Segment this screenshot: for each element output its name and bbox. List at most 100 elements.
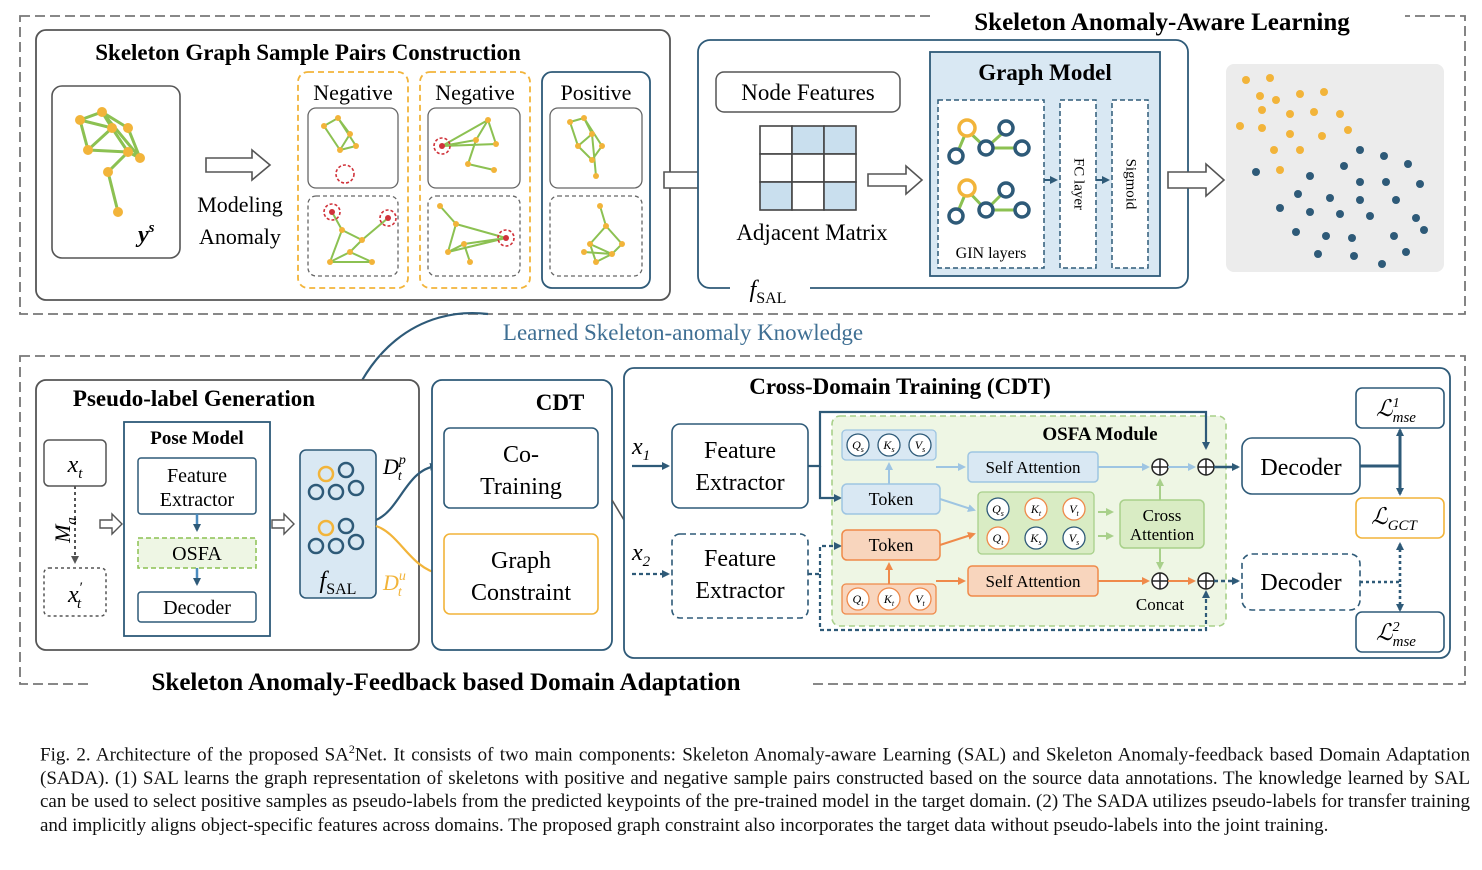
gin-layers-box — [937, 99, 1045, 269]
token-top-label: Token — [869, 489, 914, 509]
sigmoid-label: Sigmoid — [1123, 159, 1139, 210]
qt-label: Qt — [853, 592, 865, 608]
loss-mse-2-box — [1355, 611, 1445, 653]
pose-osfa — [137, 537, 257, 569]
cross-attention-box — [1119, 499, 1205, 549]
knowledge-label: Learned Skeleton-anomaly Knowledge — [503, 320, 863, 345]
source-skeleton-joints — [75, 107, 145, 217]
loss-mse-1-box — [1355, 387, 1445, 429]
gin-layers-label: GIN layers — [956, 245, 1027, 262]
fe-bot-line2: Extractor — [695, 578, 784, 604]
co-training-line1: Co- — [503, 442, 539, 468]
add-top-icon — [1197, 458, 1215, 476]
pose-model-title: Pose Model — [150, 428, 243, 449]
xt-label: xt — [67, 452, 84, 482]
adjacent-matrix-grid — [759, 125, 857, 211]
negative-1-top-sample — [307, 107, 399, 189]
fc-layer-box — [1059, 99, 1097, 269]
sample-pairs-title: Skeleton Graph Sample Pairs Construction — [95, 40, 521, 65]
cross-attention-line2: Attention — [1130, 525, 1195, 544]
node-features-label: Node Features — [741, 80, 875, 105]
negative-label-2: Negative — [435, 80, 514, 105]
modeling-arrow — [205, 148, 272, 182]
embedding-scatter-panel — [1226, 64, 1444, 272]
anomaly-marker — [335, 164, 355, 184]
loss-gct-box — [1355, 497, 1445, 539]
fsal-label: fSAL — [750, 277, 787, 307]
pose-decoder-label: Decoder — [163, 597, 231, 619]
concat-top-icon — [1151, 458, 1169, 476]
x2-label: x2 — [631, 540, 651, 570]
loss-gct-label: ℒGCT — [1371, 504, 1418, 534]
pose-decoder — [137, 591, 257, 623]
negative-label-1: Negative — [313, 80, 392, 105]
negative-2-bottom-sample — [427, 195, 521, 277]
sal-section-border — [19, 15, 1466, 315]
ys-label: ys — [135, 220, 155, 248]
xt-prime-label: x′t — [67, 580, 83, 612]
xt-prime-box — [43, 567, 107, 617]
kt-label: Kt — [883, 592, 895, 608]
positive-embedding-points — [1236, 74, 1352, 174]
cross-kt-label: Kt — [1030, 502, 1042, 518]
fsal-filter-label: fSAL — [320, 568, 357, 598]
pose-osfa-label: OSFA — [172, 543, 222, 565]
graph-constraint-line1: Graph — [491, 548, 551, 574]
caption-part2: Net. It consists of two main components:… — [40, 744, 1470, 836]
pose-fe-line1: Feature — [167, 465, 227, 487]
cross-vs-label: Vs — [1069, 531, 1079, 547]
self-attention-top-label: Self Attention — [986, 458, 1081, 477]
anomaly-label: Anomaly — [199, 224, 281, 249]
cross-qs-label: Qs — [992, 502, 1004, 518]
co-training-line2: Training — [480, 474, 562, 500]
x1-label: x1 — [631, 434, 650, 464]
fe-top-line1: Feature — [704, 438, 776, 464]
dtp-arrow — [375, 462, 438, 522]
graph-model-title: Graph Model — [978, 60, 1112, 85]
to-graph-model-arrow — [867, 164, 924, 196]
bottom-skip-connection — [818, 574, 1210, 632]
co-training-box — [443, 427, 599, 509]
pose-fe-line2: Extractor — [160, 489, 235, 511]
cdt-title: CDT — [536, 390, 585, 415]
cross-attention-line1: Cross — [1143, 506, 1182, 525]
cross-ks-label: Ks — [1029, 531, 1041, 547]
architecture-diagram: Skeleton Anomaly-Aware Learning Skeleton… — [19, 9, 1466, 696]
graph-constraint-box — [443, 533, 599, 615]
graph-constraint-line2: Constraint — [471, 580, 571, 606]
cross-domain-title: Cross-Domain Training (CDT) — [749, 374, 1051, 399]
fe-bot-line1: Feature — [704, 546, 776, 572]
positive-label: Positive — [561, 80, 632, 105]
fsal-graph-icon-top — [307, 461, 365, 501]
sigmoid-box — [1111, 99, 1149, 269]
pseudo-label-title: Pseudo-label Generation — [73, 386, 315, 411]
cdt-expand-line — [611, 499, 625, 521]
caption-part1: Fig. 2. Architecture of the proposed SA — [40, 744, 349, 766]
concat-label: Concat — [1136, 595, 1184, 614]
sal-section-title: Skeleton Anomaly-Aware Learning — [974, 9, 1350, 36]
node-features-box — [715, 71, 901, 113]
ma-label: Ma — [50, 517, 80, 544]
feature-extractor-bottom — [671, 533, 809, 619]
fsal-graph-icon-bottom — [307, 517, 365, 555]
adjacent-matrix-label: Adjacent Matrix — [736, 220, 888, 245]
concat-bottom-icon — [1151, 572, 1169, 590]
sada-section-title: Skeleton Anomaly-Feedback based Domain A… — [152, 669, 741, 696]
self-attention-bottom-label: Self Attention — [986, 572, 1081, 591]
figure-caption: Fig. 2. Architecture of the proposed SA2… — [40, 738, 1470, 837]
decoder-top-label: Decoder — [1260, 455, 1341, 481]
cross-vt-label: Vt — [1069, 502, 1079, 518]
fe-top-line2: Extractor — [695, 470, 784, 496]
ks-label: Ks — [882, 438, 894, 454]
osfa-module-title: OSFA Module — [1042, 424, 1157, 445]
fc-layer-label: FC layer — [1071, 158, 1087, 210]
add-bottom-icon — [1197, 572, 1215, 590]
source-skeleton-panel — [51, 85, 181, 259]
to-fsal-filter-arrow — [271, 512, 295, 536]
decoder-bottom-label: Decoder — [1260, 570, 1341, 596]
to-pose-model-arrow — [99, 512, 123, 536]
